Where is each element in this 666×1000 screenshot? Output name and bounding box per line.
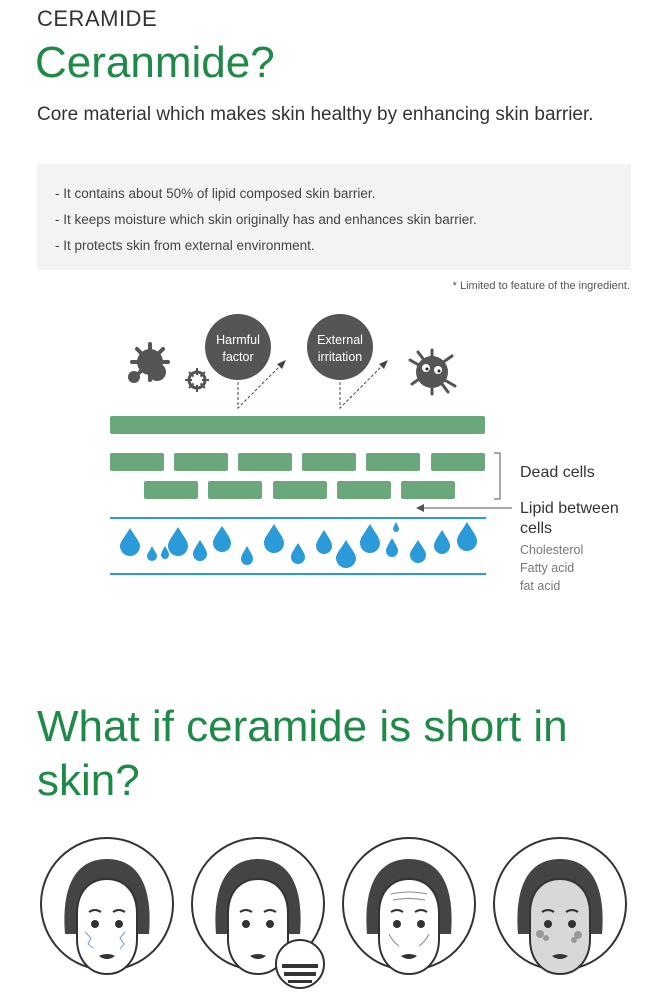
harmful-factor-label-line1: Harmful bbox=[216, 333, 260, 347]
skin-barrier-diagram: Harmful factor External irritation bbox=[110, 314, 512, 575]
info-box: - It contains about 50% of lipid compose… bbox=[37, 164, 631, 270]
section-title: What if ceramide is short in skin? bbox=[37, 702, 568, 805]
face-rough-texture-icon bbox=[191, 837, 325, 989]
germ-icon bbox=[128, 342, 170, 383]
feature-item: - It protects skin from external environ… bbox=[55, 238, 315, 253]
face-dry-cracks-icon bbox=[40, 837, 174, 976]
water-drops bbox=[120, 522, 477, 568]
feature-list: - It contains about 50% of lipid compose… bbox=[37, 164, 631, 259]
attack-arrows bbox=[237, 363, 385, 410]
external-irritation-bubble: External irritation bbox=[307, 314, 373, 380]
dead-cells-label: Dead cells bbox=[520, 464, 595, 481]
barrier-top-layer bbox=[110, 416, 485, 434]
dead-cells-bracket bbox=[494, 452, 501, 500]
feature-item: - It contains about 50% of lipid compose… bbox=[55, 186, 376, 201]
face-dull-spots-icon bbox=[493, 837, 627, 976]
page-subtitle: Core material which makes skin healthy b… bbox=[37, 104, 594, 125]
external-irritation-label-line2: irritation bbox=[318, 350, 363, 364]
face-wrinkles-icon bbox=[342, 837, 476, 976]
dead-cells-row-2 bbox=[144, 481, 455, 499]
lipid-item-fat-acid: fat acid bbox=[520, 579, 561, 593]
lipid-item-cholesterol: Cholesterol bbox=[520, 543, 584, 557]
section-eyebrow: CERAMIDE bbox=[37, 6, 158, 31]
harmful-factor-label-line2: factor bbox=[222, 350, 253, 364]
virus-icon bbox=[185, 368, 209, 392]
lipid-item-fatty-acid: Fatty acid bbox=[520, 561, 575, 575]
external-irritation-label-line1: External bbox=[317, 333, 363, 347]
bacteria-icon bbox=[408, 348, 457, 396]
page-title: Ceranmide? bbox=[35, 38, 275, 87]
feature-item: - It keeps moisture which skin originall… bbox=[55, 212, 477, 227]
lipid-label: Lipid between cells bbox=[520, 500, 619, 537]
footnote: * Limited to feature of the ingredient. bbox=[452, 280, 630, 292]
harmful-factor-bubble: Harmful factor bbox=[205, 314, 271, 380]
dead-cells-row-1 bbox=[110, 453, 485, 471]
